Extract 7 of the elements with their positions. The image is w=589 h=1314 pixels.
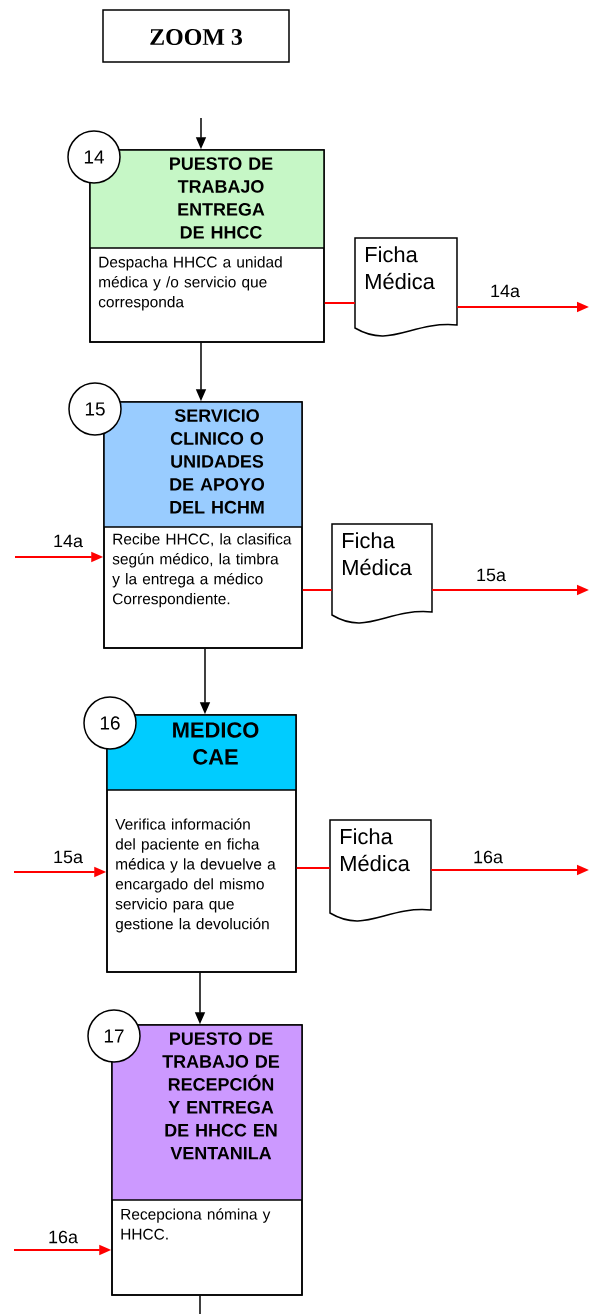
edge-label: 14a [489,283,521,299]
edge-label: 15a [52,849,84,865]
edge-label: 15a [475,567,507,583]
edge-label: 16a [472,849,504,865]
edge-label: 14a [52,533,84,549]
edge-label: 16a [47,1229,79,1245]
title-box: ZOOM 3 [102,9,290,63]
